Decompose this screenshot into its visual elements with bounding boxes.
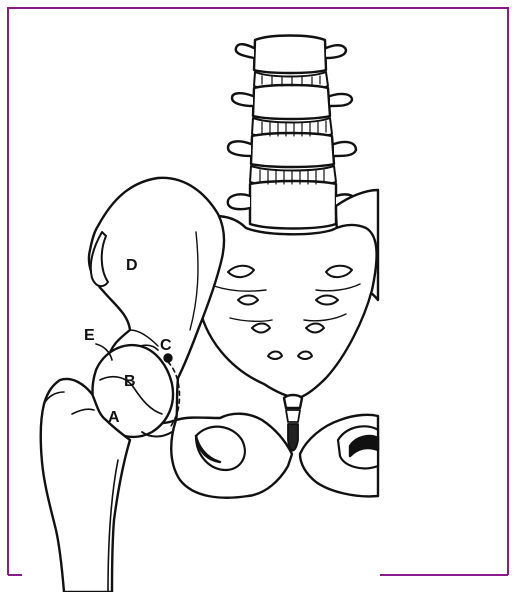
label-a: A	[108, 409, 120, 426]
vertebra-l2	[254, 36, 326, 74]
crop-mask	[380, 150, 500, 570]
transverse-process	[334, 142, 356, 156]
coccyx	[284, 395, 302, 451]
label-e: E	[84, 327, 95, 344]
transverse-process	[228, 194, 250, 209]
transverse-process	[330, 94, 352, 106]
point-c-marker	[165, 355, 172, 362]
vertebra-l5	[250, 181, 336, 229]
transverse-process	[232, 93, 253, 106]
transverse-process	[326, 45, 346, 58]
label-b: B	[124, 373, 136, 390]
transverse-process	[228, 141, 251, 156]
vertebra-l4	[251, 133, 334, 167]
lumbar-spine	[228, 36, 356, 229]
label-d: D	[126, 257, 138, 274]
transverse-process	[236, 44, 254, 58]
label-c: C	[160, 337, 172, 354]
vertebra-l3	[253, 85, 330, 119]
